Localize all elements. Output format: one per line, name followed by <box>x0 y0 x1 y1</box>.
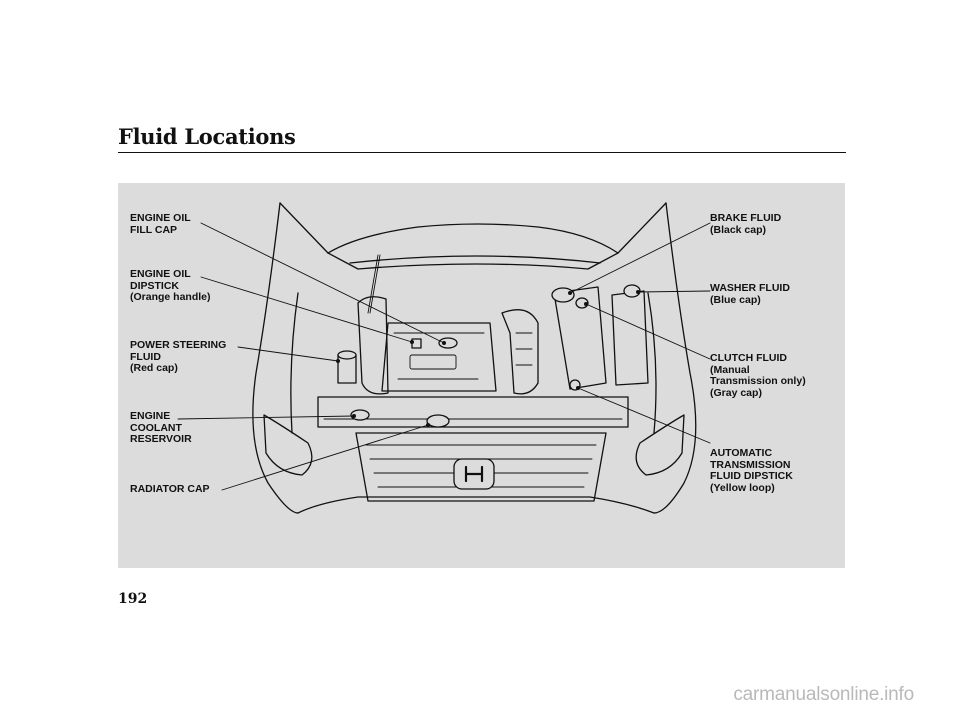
callout-brake-fluid: BRAKE FLUID (Black cap) <box>710 213 781 236</box>
callout-line: (Blue cap) <box>710 295 790 307</box>
leader-oil-dipstick <box>201 277 412 342</box>
callout-washer-fluid: WASHER FLUID (Blue cap) <box>710 283 790 306</box>
callout-line: (Red cap) <box>130 363 226 375</box>
callout-line: ENGINE <box>130 411 192 423</box>
callout-line: RESERVOIR <box>130 434 192 446</box>
oil-dipstick-handle <box>412 339 421 348</box>
callout-line: (Orange handle) <box>130 292 211 304</box>
callout-line: BRAKE FLUID <box>710 213 781 225</box>
leader-oil-fill <box>201 223 444 343</box>
callout-line: POWER STEERING <box>130 340 226 352</box>
page-number: 192 <box>118 591 147 607</box>
callout-atf-dipstick: AUTOMATIC TRANSMISSION FLUID DIPSTICK (Y… <box>710 448 793 494</box>
callout-line: ENGINE OIL <box>130 213 191 225</box>
hood-panel <box>328 224 618 269</box>
left-headlamp <box>264 415 312 475</box>
front-fascia <box>298 497 654 513</box>
callout-line: (Gray cap) <box>710 388 806 400</box>
right-headlamp <box>636 415 684 475</box>
oil-fill-cap <box>439 338 457 348</box>
callout-line: FILL CAP <box>130 225 191 237</box>
watermark[interactable]: carmanualsonline.info <box>733 684 914 706</box>
callout-power-steering-fluid: POWER STEERING FLUID (Red cap) <box>130 340 226 375</box>
callout-line: ENGINE OIL <box>130 269 211 281</box>
brake-fluid-reservoir <box>552 288 574 302</box>
title-divider <box>118 152 846 153</box>
hood-outline <box>280 203 666 253</box>
leader-power-steering <box>238 347 338 361</box>
leader-brake <box>570 223 710 293</box>
leader-clutch <box>586 304 710 359</box>
radiator-cap <box>427 415 449 427</box>
callout-line: (Yellow loop) <box>710 483 793 495</box>
callout-line: RADIATOR CAP <box>130 484 210 496</box>
callout-clutch-fluid: CLUTCH FLUID (Manual Transmission only) … <box>710 353 806 399</box>
leader-atf <box>578 388 710 443</box>
callout-engine-oil-fill-cap: ENGINE OIL FILL CAP <box>130 213 191 236</box>
callout-line: (Black cap) <box>710 225 781 237</box>
callout-line: WASHER FLUID <box>710 283 790 295</box>
engine-bay-figure: ENGINE OIL FILL CAP ENGINE OIL DIPSTICK … <box>118 183 845 568</box>
page-title: Fluid Locations <box>118 124 296 149</box>
callout-engine-coolant-reservoir: ENGINE COOLANT RESERVOIR <box>130 411 192 446</box>
leader-radiator <box>222 425 428 490</box>
callout-line: AUTOMATIC <box>710 448 793 460</box>
callout-engine-oil-dipstick: ENGINE OIL DIPSTICK (Orange handle) <box>130 269 211 304</box>
callout-radiator-cap: RADIATOR CAP <box>130 484 210 496</box>
intake-duct <box>502 310 538 394</box>
callout-line: CLUTCH FLUID <box>710 353 806 365</box>
leader-washer <box>638 291 710 292</box>
